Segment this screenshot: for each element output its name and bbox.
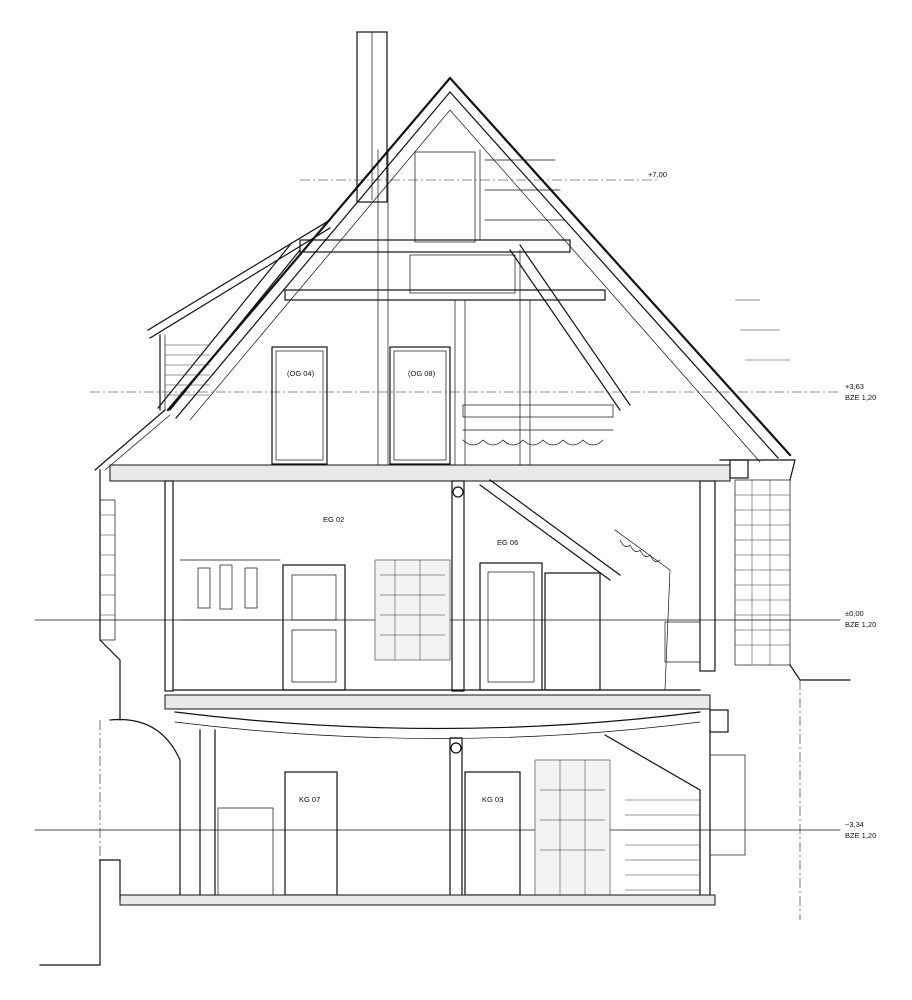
room-label-eg06: EG 06 — [497, 538, 518, 547]
main-roof — [157, 76, 792, 471]
room-labels: (OG 04) (OG 08) EG 02 EG 06 KG 07 KG 03 — [287, 369, 518, 804]
level-cellar-value: −3,34 — [845, 820, 864, 829]
right-eave — [719, 299, 851, 681]
cellar — [39, 718, 746, 966]
room-label-og08: (OG 08) — [408, 369, 436, 378]
level-ground-value: ±0,00 — [845, 609, 864, 618]
level-upper-ref: BZE 1,20 — [845, 393, 876, 402]
upper-slab — [109, 459, 749, 482]
room-label-eg02: EG 02 — [323, 515, 344, 524]
cellar-slab — [164, 694, 729, 739]
room-label-og04: (OG 04) — [287, 369, 315, 378]
level-ridge-value: +7,00 — [648, 170, 667, 179]
upper-floor — [271, 346, 614, 465]
level-upper-value: +3,63 — [845, 382, 864, 391]
level-cellar-ref: BZE 1,20 — [845, 831, 876, 840]
room-label-kg07: KG 07 — [299, 795, 320, 804]
dormer — [94, 219, 331, 471]
level-ground-ref: BZE 1,20 — [845, 620, 876, 629]
ground-floor — [164, 479, 716, 692]
level-annotations: +7,00 +3,63 BZE 1,20 ±0,00 BZE 1,20 −3,3… — [648, 170, 876, 840]
room-label-kg03: KG 03 — [482, 795, 503, 804]
left-facade — [99, 469, 121, 721]
chimney — [356, 31, 388, 203]
